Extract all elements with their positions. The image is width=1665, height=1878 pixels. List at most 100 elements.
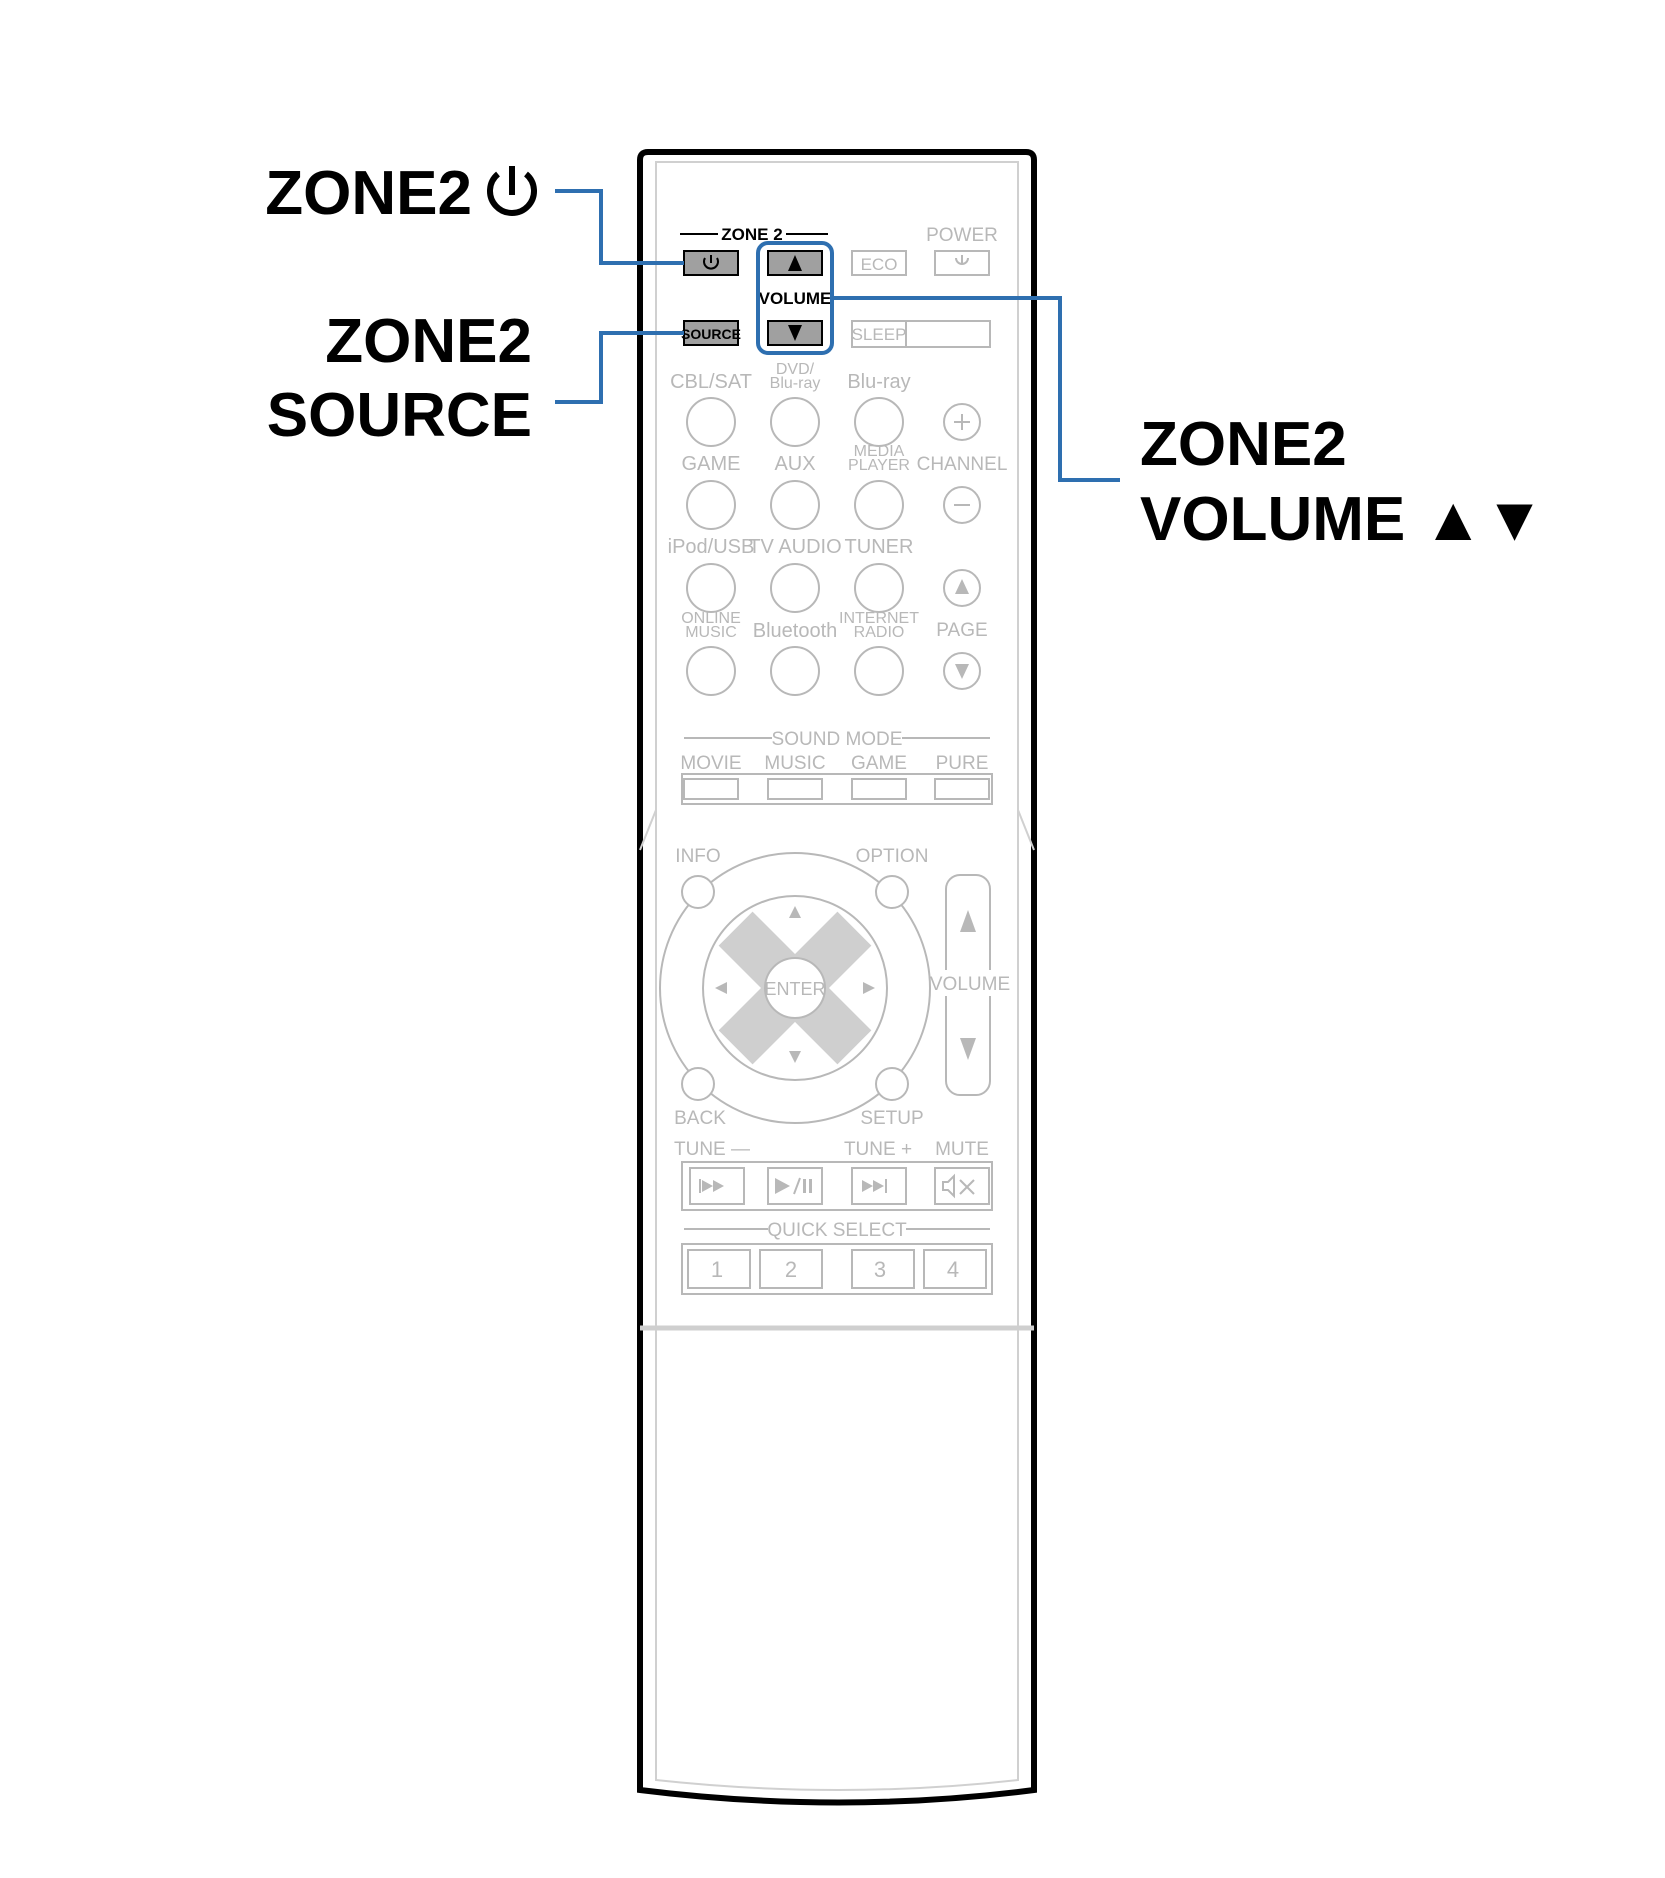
quick-select-label-2: 2 — [785, 1257, 797, 1282]
cursor-left-icon[interactable] — [715, 982, 727, 994]
source-button-cbl-sat[interactable] — [686, 397, 736, 447]
zone2-volume-down-button[interactable] — [767, 320, 823, 346]
zone2-volume-callout-line2: VOLUME ▲▼ — [1140, 485, 1545, 554]
sound-mode-button-movie[interactable] — [683, 778, 739, 800]
source-button-ipod-usb[interactable] — [686, 563, 736, 613]
callout-lines — [555, 189, 1120, 482]
source-button-tv-audio[interactable] — [770, 563, 820, 613]
zone2-volume-up-button[interactable] — [767, 250, 823, 276]
source-label-cbl-sat: CBL/SAT — [670, 371, 752, 393]
power-icon — [955, 257, 969, 265]
power-label: POWER — [926, 225, 998, 246]
sound-mode-section: SOUND MODE — [681, 729, 993, 805]
speaker-mute-icon — [942, 1173, 955, 1199]
sound-mode-button-pure[interactable] — [934, 778, 990, 800]
setup-button[interactable] — [875, 1067, 909, 1101]
zone2-volume-leader — [832, 296, 1120, 482]
tune-plus-label: TUNE + — [844, 1139, 912, 1160]
sound-mode-label-pure: PURE — [936, 753, 989, 774]
volume-up-icon — [960, 910, 976, 932]
callout-zone2-power: ZONE2 — [265, 159, 537, 228]
source-button-blu-ray[interactable] — [854, 397, 904, 447]
zone2-volume-callout-line1: ZONE2 — [1140, 410, 1347, 479]
option-label: OPTION — [856, 846, 929, 867]
source-button-tuner[interactable] — [854, 563, 904, 613]
info-button[interactable] — [681, 875, 715, 909]
sound-mode-label-game: GAME — [851, 753, 907, 774]
source-button-media-player[interactable] — [854, 480, 904, 530]
cursor-right-icon[interactable] — [863, 982, 875, 994]
cursor-down-icon[interactable] — [789, 1051, 801, 1063]
back-button[interactable] — [681, 1067, 715, 1101]
triangle-down-icon — [788, 325, 802, 341]
volume-down-icon — [960, 1038, 976, 1060]
master-volume-label: VOLUME — [930, 974, 1010, 995]
sleep-button[interactable]: SLEEP — [851, 320, 991, 348]
navigation-ring: ENTER — [659, 852, 931, 1124]
source-label-tv-audio: TV AUDIO — [748, 536, 841, 558]
page-up-button[interactable] — [943, 569, 981, 607]
eco-button[interactable]: ECO — [851, 250, 907, 276]
tune-minus-label: TUNE — — [674, 1139, 750, 1160]
quick-select-button-3[interactable]: 3 — [851, 1249, 915, 1289]
source-label-tuner: TUNER — [845, 536, 914, 558]
quick-select-buttons: 1 2 3 4 — [687, 1249, 987, 1289]
page-down-button[interactable] — [943, 652, 981, 690]
source-button-aux[interactable] — [770, 480, 820, 530]
zone2-header-label: ZONE 2 — [721, 225, 782, 244]
next-button[interactable] — [851, 1167, 907, 1205]
triangle-up-icon — [788, 255, 802, 271]
info-label: INFO — [675, 846, 720, 867]
source-label-bluetooth: Bluetooth — [753, 620, 838, 642]
quick-select-label-3: 3 — [874, 1257, 886, 1282]
zone2-source-leader — [555, 331, 684, 404]
mute-label: MUTE — [935, 1139, 989, 1160]
channel-plus-button[interactable] — [943, 403, 981, 441]
page-label: PAGE — [936, 620, 987, 641]
sound-mode-label-movie: MOVIE — [680, 753, 741, 774]
zone2-power-leader — [555, 189, 684, 265]
source-button-dvd-blu-ray[interactable] — [770, 397, 820, 447]
source-label-ipod-usb: iPod/USB — [668, 536, 755, 558]
source-button-online-music[interactable] — [686, 646, 736, 696]
zone2-source-callout-line2: SOURCE — [267, 381, 532, 450]
source-button-game[interactable] — [686, 480, 736, 530]
source-label-aux: AUX — [774, 453, 815, 475]
enter-label: ENTER — [764, 979, 825, 999]
quick-select-label-1: 1 — [711, 1257, 723, 1282]
zone2-power-button[interactable] — [683, 250, 739, 276]
source-button-internet-radio[interactable] — [854, 646, 904, 696]
source-label-game: GAME — [682, 453, 741, 475]
option-button[interactable] — [875, 875, 909, 909]
zone2-volume-label: VOLUME — [759, 289, 832, 308]
source-button-bluetooth[interactable] — [770, 646, 820, 696]
mute-button[interactable] — [934, 1167, 990, 1205]
quick-select-label-4: 4 — [947, 1257, 959, 1282]
power-icon — [487, 166, 537, 216]
sound-mode-button-game[interactable] — [851, 778, 907, 800]
power-icon — [703, 255, 719, 270]
eco-label: ECO — [861, 255, 898, 274]
channel-minus-button[interactable] — [943, 486, 981, 524]
enter-button[interactable]: ENTER — [764, 957, 826, 1019]
sleep-label: SLEEP — [852, 325, 907, 344]
power-button[interactable] — [934, 250, 990, 276]
zone2-header: ZONE 2 — [680, 225, 828, 244]
sound-mode-button-music[interactable] — [767, 778, 823, 800]
cursor-up-icon[interactable] — [789, 906, 801, 918]
zone2-source-button[interactable]: SOURCE — [681, 320, 741, 346]
quick-select-button-2[interactable]: 2 — [759, 1249, 823, 1289]
setup-label: SETUP — [860, 1108, 923, 1129]
zone2-source-label: SOURCE — [681, 326, 741, 342]
previous-button[interactable] — [689, 1167, 745, 1205]
sound-mode-label: SOUND MODE — [772, 729, 903, 750]
quick-select-button-1[interactable]: 1 — [687, 1249, 751, 1289]
play-pause-button[interactable] — [767, 1167, 823, 1205]
quick-select-button-4[interactable]: 4 — [923, 1249, 987, 1289]
